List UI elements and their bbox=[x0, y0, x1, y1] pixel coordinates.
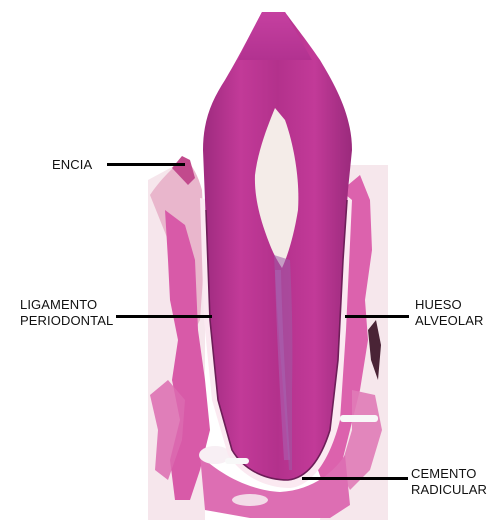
apex-artifact bbox=[225, 458, 249, 464]
apical-marrow-space-2 bbox=[232, 494, 268, 506]
right-artifact bbox=[340, 415, 378, 422]
label-cemento-line1: CEMENTO bbox=[411, 466, 487, 482]
label-encia: ENCIA bbox=[52, 157, 92, 173]
label-hueso-line1: HUESO bbox=[415, 297, 483, 313]
label-ligamento-periodontal: LIGAMENTO PERIODONTAL bbox=[20, 297, 113, 329]
label-ligamento-line2: PERIODONTAL bbox=[20, 313, 113, 329]
label-hueso-alveolar: HUESO ALVEOLAR bbox=[415, 297, 483, 329]
label-cemento-radicular: CEMENTO RADICULAR bbox=[411, 466, 487, 498]
label-encia-text: ENCIA bbox=[52, 157, 92, 173]
label-ligamento-line1: LIGAMENTO bbox=[20, 297, 113, 313]
ligamento-leader-line bbox=[116, 315, 212, 318]
cemento-leader-line bbox=[302, 477, 408, 480]
label-hueso-line2: ALVEOLAR bbox=[415, 313, 483, 329]
encia-leader-line bbox=[107, 163, 185, 166]
label-cemento-line2: RADICULAR bbox=[411, 482, 487, 498]
hueso-leader-line bbox=[345, 315, 409, 318]
